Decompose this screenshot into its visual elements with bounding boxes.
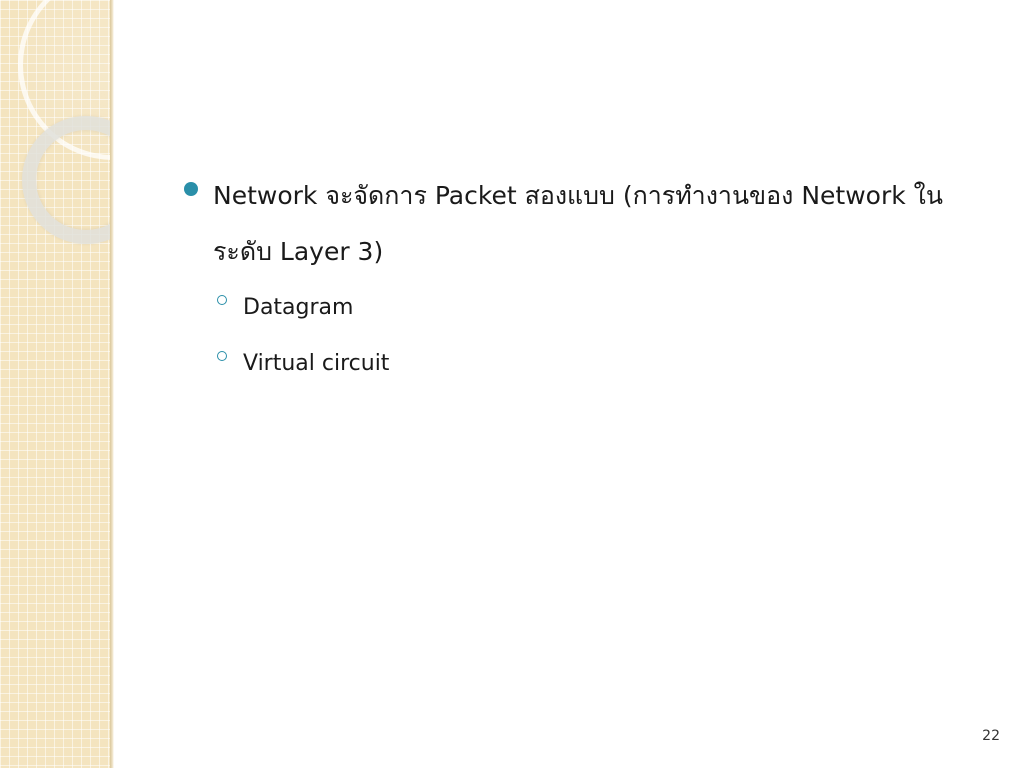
- sub-bullet-list: Datagram Virtual circuit: [180, 280, 1000, 392]
- decorative-ring-small: [22, 116, 112, 244]
- sub-bullet-item-virtual-circuit: Virtual circuit: [180, 336, 1000, 392]
- decorative-side-panel: [0, 0, 112, 768]
- sub-bullet-item-datagram: Datagram: [180, 280, 1000, 336]
- sub-bullet-text: Virtual circuit: [243, 351, 390, 376]
- hollow-bullet-icon: [217, 351, 227, 361]
- slide-body: Network จะจัดการ Packet สองแบบ (การทำงาน…: [180, 168, 1000, 392]
- sub-bullet-text: Datagram: [243, 295, 354, 320]
- bullet-dot-icon: [184, 182, 198, 196]
- side-panel-edge: [110, 0, 114, 768]
- hollow-bullet-icon: [217, 295, 227, 305]
- bullet-item-main: Network จะจัดการ Packet สองแบบ (การทำงาน…: [180, 168, 1000, 280]
- page-number: 22: [982, 728, 1000, 744]
- bullet-main-text: Network จะจัดการ Packet สองแบบ (การทำงาน…: [213, 181, 943, 266]
